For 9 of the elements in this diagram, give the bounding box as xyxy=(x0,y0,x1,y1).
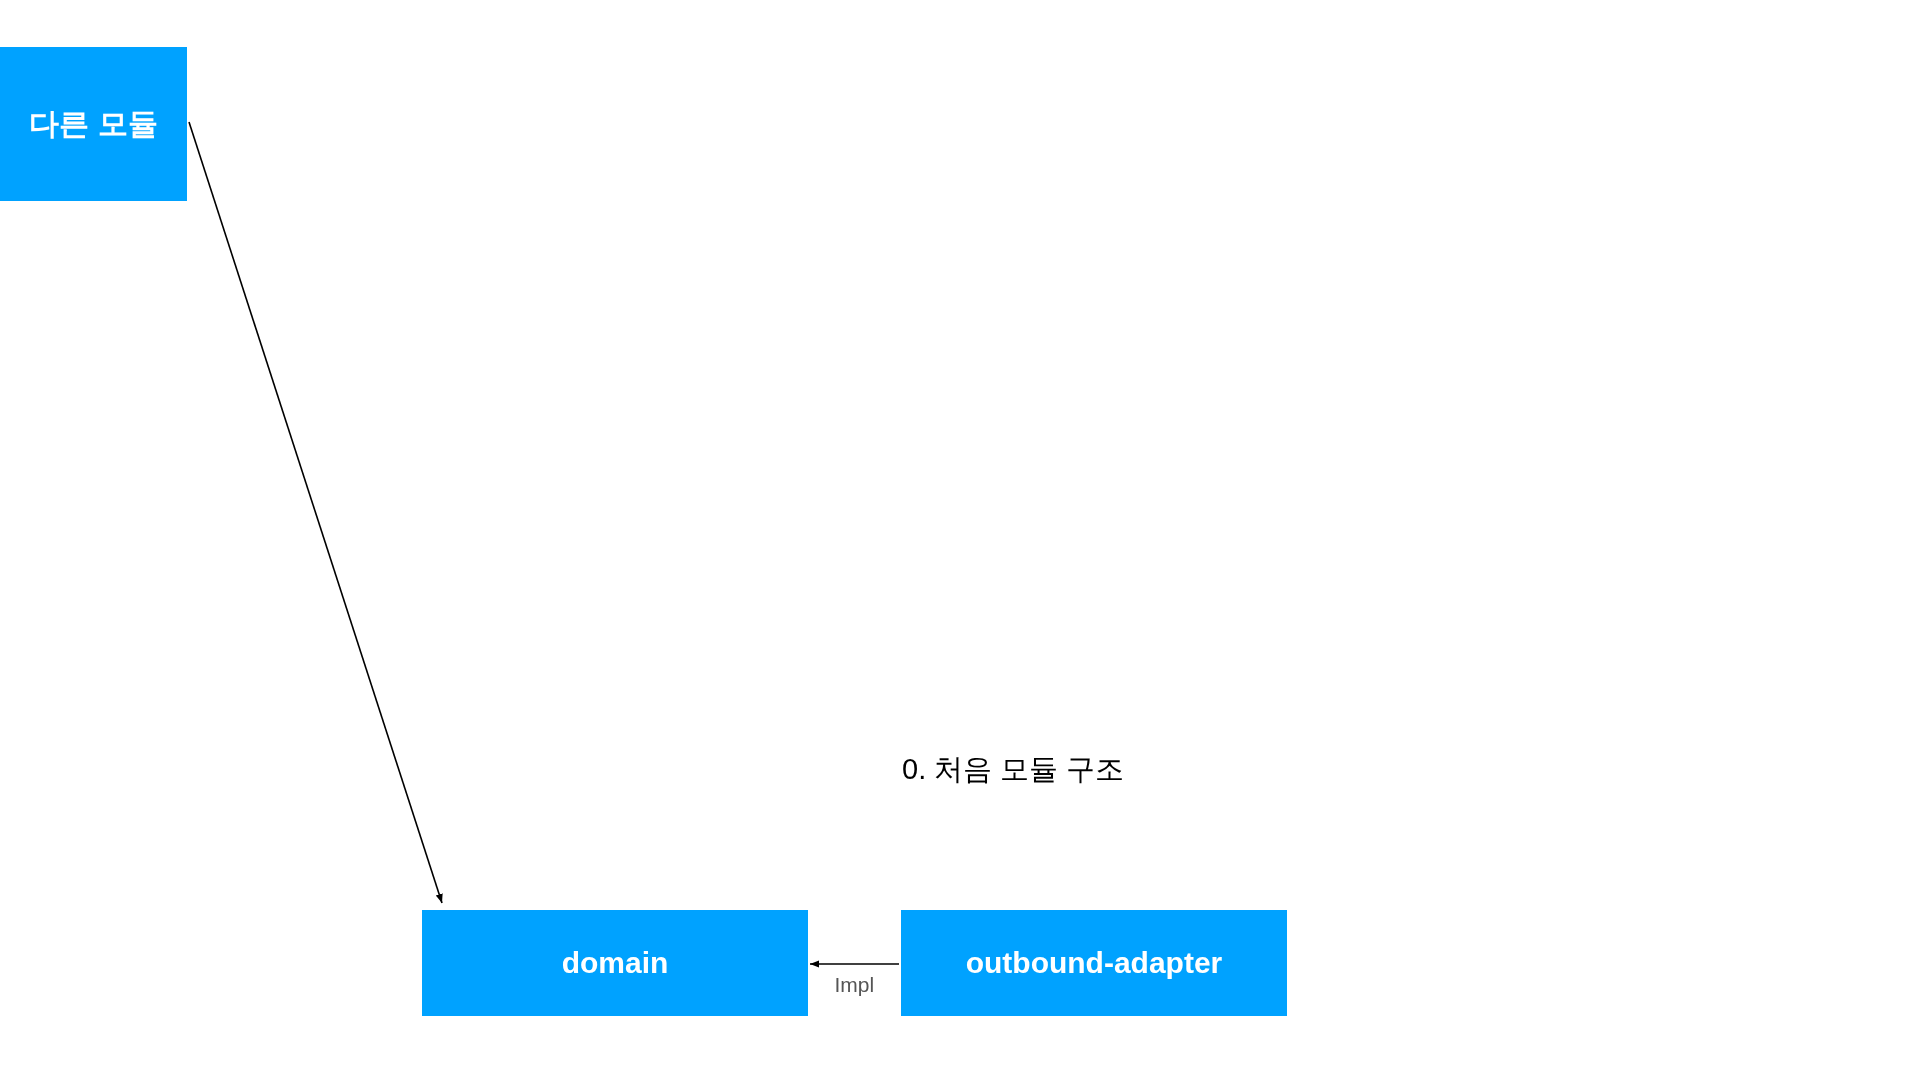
arrow xyxy=(809,960,900,968)
module-box xyxy=(0,47,187,201)
module-name: outbound-adapter xyxy=(965,946,1223,980)
module-name: 다른 모듈 xyxy=(29,105,158,142)
module-box xyxy=(422,910,808,1016)
arrow xyxy=(188,121,443,904)
module-box xyxy=(901,910,1287,1016)
diagram-title: 0. 처음 모듈 구조 xyxy=(902,752,1125,787)
module-name: domain xyxy=(561,946,669,980)
